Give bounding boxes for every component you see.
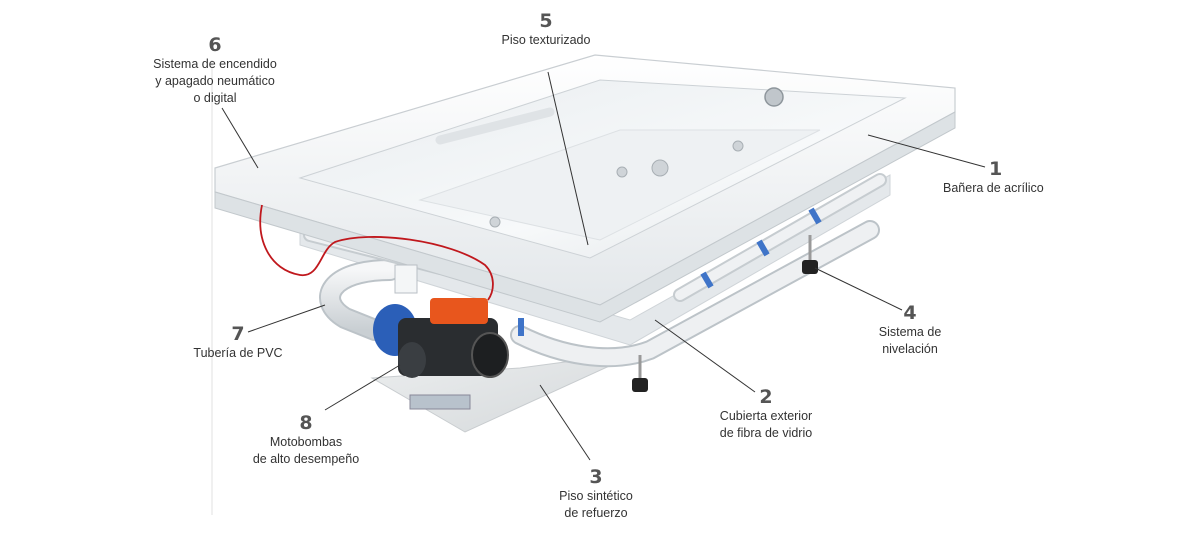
callout-label: nivelación xyxy=(882,342,938,356)
callout-number: 8 xyxy=(299,412,313,434)
callout-1: 1 Bañera de acrílico xyxy=(943,158,1063,197)
callout-7: 7 Tubería de PVC xyxy=(178,323,298,362)
callout-number: 7 xyxy=(231,323,245,345)
callout-label: o digital xyxy=(193,91,237,105)
leader-1 xyxy=(867,134,986,168)
leader-6 xyxy=(221,107,259,169)
acrylic-tub-front-edge xyxy=(214,111,956,323)
callout-label: Motobombas xyxy=(269,435,343,449)
jets xyxy=(489,140,744,228)
grab-handle xyxy=(435,107,555,145)
callout-5: 5 Piso texturizado xyxy=(486,10,606,49)
leader-3 xyxy=(539,384,591,461)
leader-8 xyxy=(324,364,401,411)
leader-7 xyxy=(247,304,326,333)
leveling-feet xyxy=(632,235,818,392)
callout-label: Sistema de encendido xyxy=(153,57,277,71)
leader-lines xyxy=(221,71,986,461)
callout-number: 6 xyxy=(208,34,222,56)
overflow-drain xyxy=(764,87,784,107)
leader-4 xyxy=(814,267,903,311)
callout-label: Bañera de acrílico xyxy=(943,181,1044,195)
control-wire xyxy=(259,204,494,301)
callout-4: 4 Sistema de nivelación xyxy=(850,302,970,358)
callout-label: de refuerzo xyxy=(564,506,628,520)
callout-number: 2 xyxy=(759,386,773,408)
callout-label: Sistema de xyxy=(878,325,942,339)
callout-label: de fibra de vidrio xyxy=(719,426,813,440)
callout-label: Cubierta exterior xyxy=(719,409,813,423)
callout-label: Piso texturizado xyxy=(501,33,591,47)
callout-number: 3 xyxy=(589,466,603,488)
callout-3: 3 Piso sintético de refuerzo xyxy=(536,466,656,522)
pipe-connectors xyxy=(518,207,822,336)
callout-number: 5 xyxy=(539,10,553,32)
callout-label: de alto desempeño xyxy=(252,452,360,466)
callout-number: 1 xyxy=(989,158,1003,180)
callout-number: 4 xyxy=(903,302,917,324)
callout-label: y apagado neumático xyxy=(155,74,275,88)
leader-2 xyxy=(654,319,756,393)
callout-label: Tubería de PVC xyxy=(193,346,283,360)
callout-2: 2 Cubierta exterior de fibra de vidrio xyxy=(706,386,826,442)
callout-8: 8 Motobombas de alto desempeño xyxy=(236,412,376,468)
callout-label: Piso sintético xyxy=(559,489,633,503)
leader-5 xyxy=(547,71,589,246)
motor-pump xyxy=(373,264,509,410)
callout-6: 6 Sistema de encendido y apagado neumáti… xyxy=(145,34,285,107)
textured-floor xyxy=(418,129,821,241)
